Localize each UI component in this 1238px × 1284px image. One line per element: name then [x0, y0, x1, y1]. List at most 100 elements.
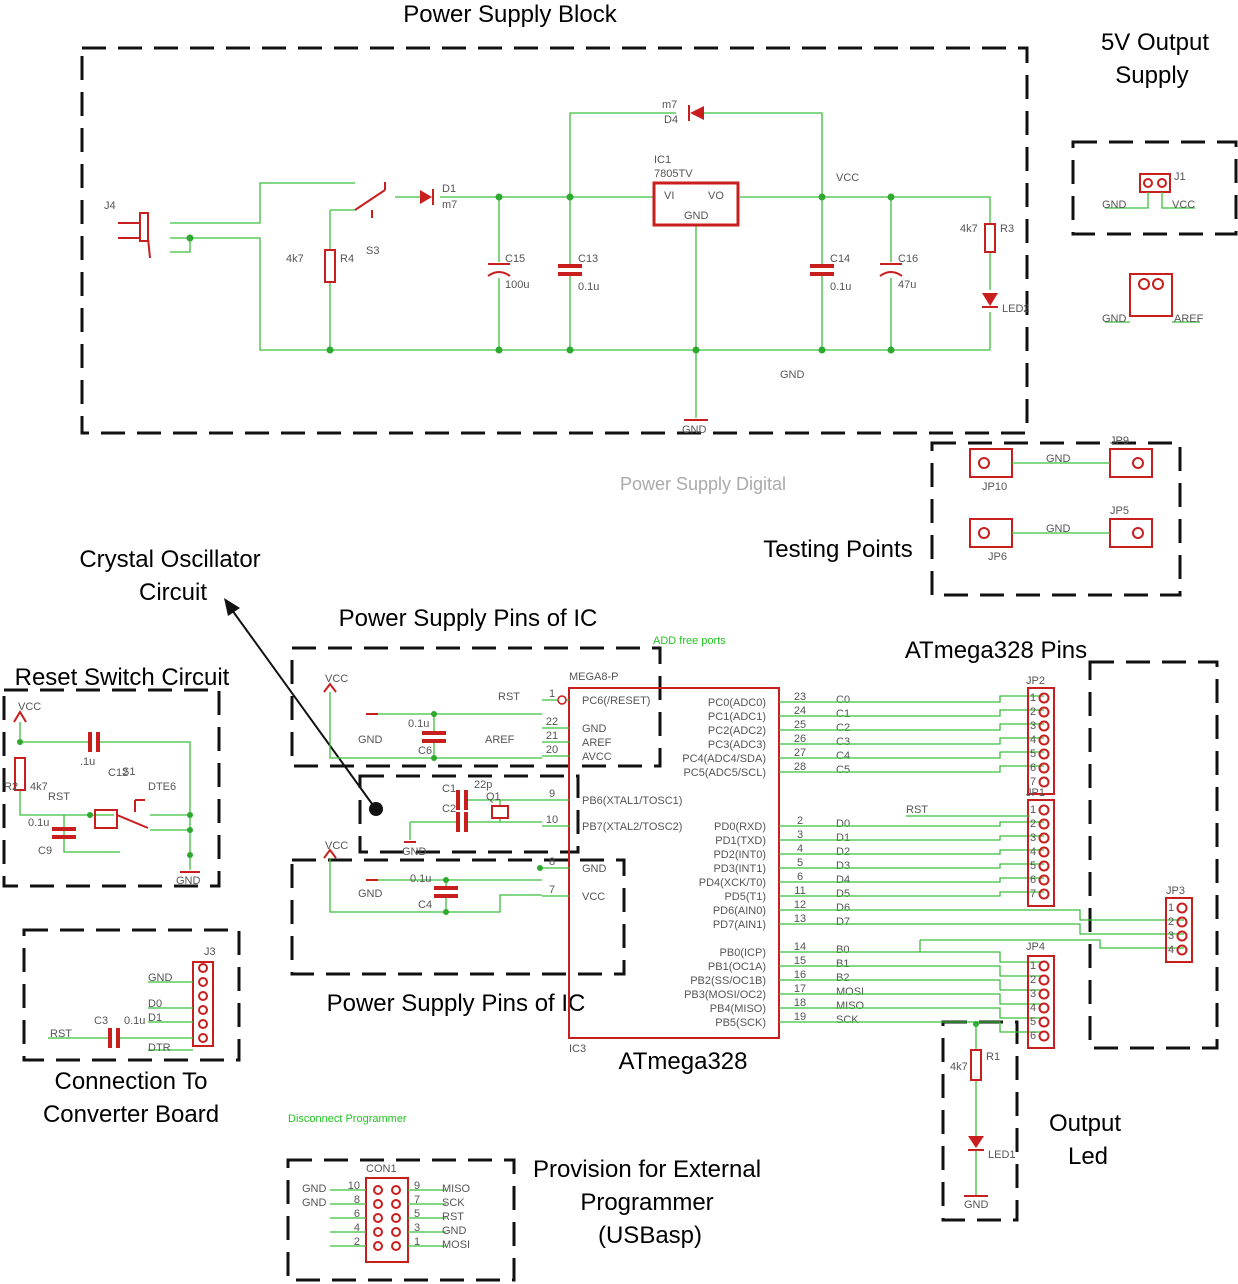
- con1-rnum-0: 9: [414, 1180, 420, 1192]
- d4-label: D4: [664, 114, 678, 126]
- led-out-gnd: GND: [964, 1199, 989, 1211]
- svg-text:3: 3: [1168, 930, 1174, 942]
- conv-rst: RST: [50, 1028, 72, 1040]
- con1-lnum-3: 4: [354, 1222, 360, 1234]
- mcu-net-7: D1: [836, 832, 850, 844]
- mcu-right-num-11: 11: [794, 885, 805, 897]
- svg-text:1: 1: [1030, 960, 1036, 972]
- mcu-right-pin-14: PB0(ICP): [720, 947, 766, 959]
- ic1-7805: [652, 181, 740, 227]
- ext-prog-title-2: Programmer: [580, 1189, 713, 1216]
- pwr-pins-top-title: Power Supply Pins of IC: [339, 605, 598, 632]
- mcu-left-pin-6: GND: [582, 863, 607, 875]
- c14-value: 0.1u: [830, 281, 851, 293]
- mcu-left-pin-0: PC6(/RESET): [582, 695, 650, 707]
- r3-value: 4k7: [960, 223, 978, 235]
- output-5v-box: [1071, 140, 1238, 236]
- svg-text:1: 1: [1168, 902, 1174, 914]
- atmega-pins-title: ATmega328 Pins: [905, 637, 1087, 664]
- conv-c3v: 0.1u: [124, 1015, 145, 1027]
- svg-text:1: 1: [1030, 804, 1036, 816]
- conv-gnd: GND: [148, 972, 173, 984]
- svg-text:3: 3: [1030, 832, 1036, 844]
- svg-text:4: 4: [1168, 944, 1174, 956]
- c16-label: C16: [898, 253, 918, 265]
- reset-title: Reset Switch Circuit: [15, 664, 230, 691]
- mcu-net-12: D6: [836, 902, 850, 914]
- crystal-pointer-arrowhead: [224, 598, 240, 616]
- ext-prog-title-1: Provision for External: [533, 1156, 761, 1183]
- power-supply-box: [80, 46, 1029, 435]
- mcu-right-pin-6: PD0(RXD): [714, 821, 766, 833]
- svg-text:7: 7: [1030, 776, 1036, 788]
- mcu-left-pin-7: VCC: [582, 891, 605, 903]
- jp4-label: JP4: [1026, 941, 1045, 953]
- pwr-bot-gnd: GND: [358, 888, 383, 900]
- reset-vcc: VCC: [18, 701, 41, 713]
- c16-capacitor: [879, 263, 903, 277]
- mcu-net-18: MISO: [836, 1000, 865, 1012]
- ic1-vi: VI: [664, 190, 674, 202]
- jp9-label: JP9: [1110, 435, 1129, 447]
- reset-c9v: 0.1u: [28, 817, 49, 829]
- con1-rnum-2: 5: [414, 1208, 420, 1220]
- mcu-right-num-13: 13: [794, 913, 806, 925]
- conv-c3: C3: [94, 1015, 108, 1027]
- pwr-pins-bottom-title: Power Supply Pins of IC: [327, 990, 586, 1017]
- mcu-right-pin-8: PD2(INT0): [713, 849, 766, 861]
- mcu-left-pin-3: AVCC: [582, 751, 612, 763]
- mcu-net-6: D0: [836, 818, 850, 830]
- ext-prog-box: [286, 1158, 516, 1282]
- output-led-title-1: Output: [1049, 1110, 1121, 1137]
- pwr-pins-top-box: [290, 646, 662, 768]
- reset-box: [2, 688, 221, 888]
- mcu-right-num-12: 12: [794, 899, 806, 911]
- mcu-right-pin-13: PD7(AIN1): [713, 919, 766, 931]
- mcu-right-pin-15: PB1(OC1A): [708, 961, 766, 973]
- c13-label: C13: [578, 253, 598, 265]
- converter-box: [22, 928, 241, 1062]
- led2: [982, 293, 998, 306]
- mcu-left-pin-4: PB6(XTAL1/TOSC1): [582, 795, 682, 807]
- mcu-right-num-5: 28: [794, 761, 806, 773]
- mcu-net-14: B0: [836, 944, 849, 956]
- svg-text:2: 2: [1030, 818, 1036, 830]
- mcu-right-num-14: 14: [794, 941, 806, 953]
- con1-lnum-0: 10: [348, 1180, 360, 1192]
- ic1-label: IC1: [654, 154, 671, 166]
- c15-capacitor: [487, 263, 511, 277]
- disconnect-note: Disconnect Programmer: [288, 1113, 407, 1125]
- power-supply-circuit: J4 S3 R4 4k7 D1 m7 m7 D4 IC1 7805TV VI V…: [104, 99, 1030, 436]
- conv-dtr: DTR: [148, 1042, 171, 1054]
- mcu-left-pin-2: AREF: [582, 737, 612, 749]
- mcu-left-num-2: 21: [546, 730, 558, 742]
- j4-label: J4: [104, 200, 116, 212]
- mcu-right-num-3: 26: [794, 733, 806, 745]
- mcu-right-pin-2: PC2(ADC2): [708, 725, 766, 737]
- output-led-circuit: R1 4k7 LED1 GND: [950, 1024, 1016, 1211]
- reset-c12v: .1u: [80, 756, 95, 768]
- jp2-label: JP2: [1026, 675, 1045, 687]
- mcu-right-pin-7: PD1(TXD): [715, 835, 766, 847]
- s3-label: S3: [366, 245, 379, 257]
- mcu-right-num-4: 27: [794, 747, 806, 759]
- svg-text:6: 6: [1030, 1030, 1036, 1042]
- con1-label: CON1: [366, 1163, 397, 1175]
- j1-vcc: VCC: [1172, 199, 1195, 211]
- atmega-title: ATmega328: [619, 1048, 748, 1075]
- reset-c12: C12: [108, 767, 128, 779]
- converter-title-1: Connection To: [55, 1068, 208, 1095]
- aref-net: AREF: [485, 734, 515, 746]
- j1-gnd: GND: [1102, 199, 1127, 211]
- ic1-value: 7805TV: [654, 168, 693, 180]
- xtal-c1: C1: [442, 783, 456, 795]
- mcu-right-num-16: 16: [794, 969, 806, 981]
- svg-text:4: 4: [1030, 846, 1036, 858]
- con1-rnum-1: 7: [414, 1194, 420, 1206]
- reset-rst: RST: [48, 791, 70, 803]
- mcu-name: MEGA8-P: [569, 671, 619, 683]
